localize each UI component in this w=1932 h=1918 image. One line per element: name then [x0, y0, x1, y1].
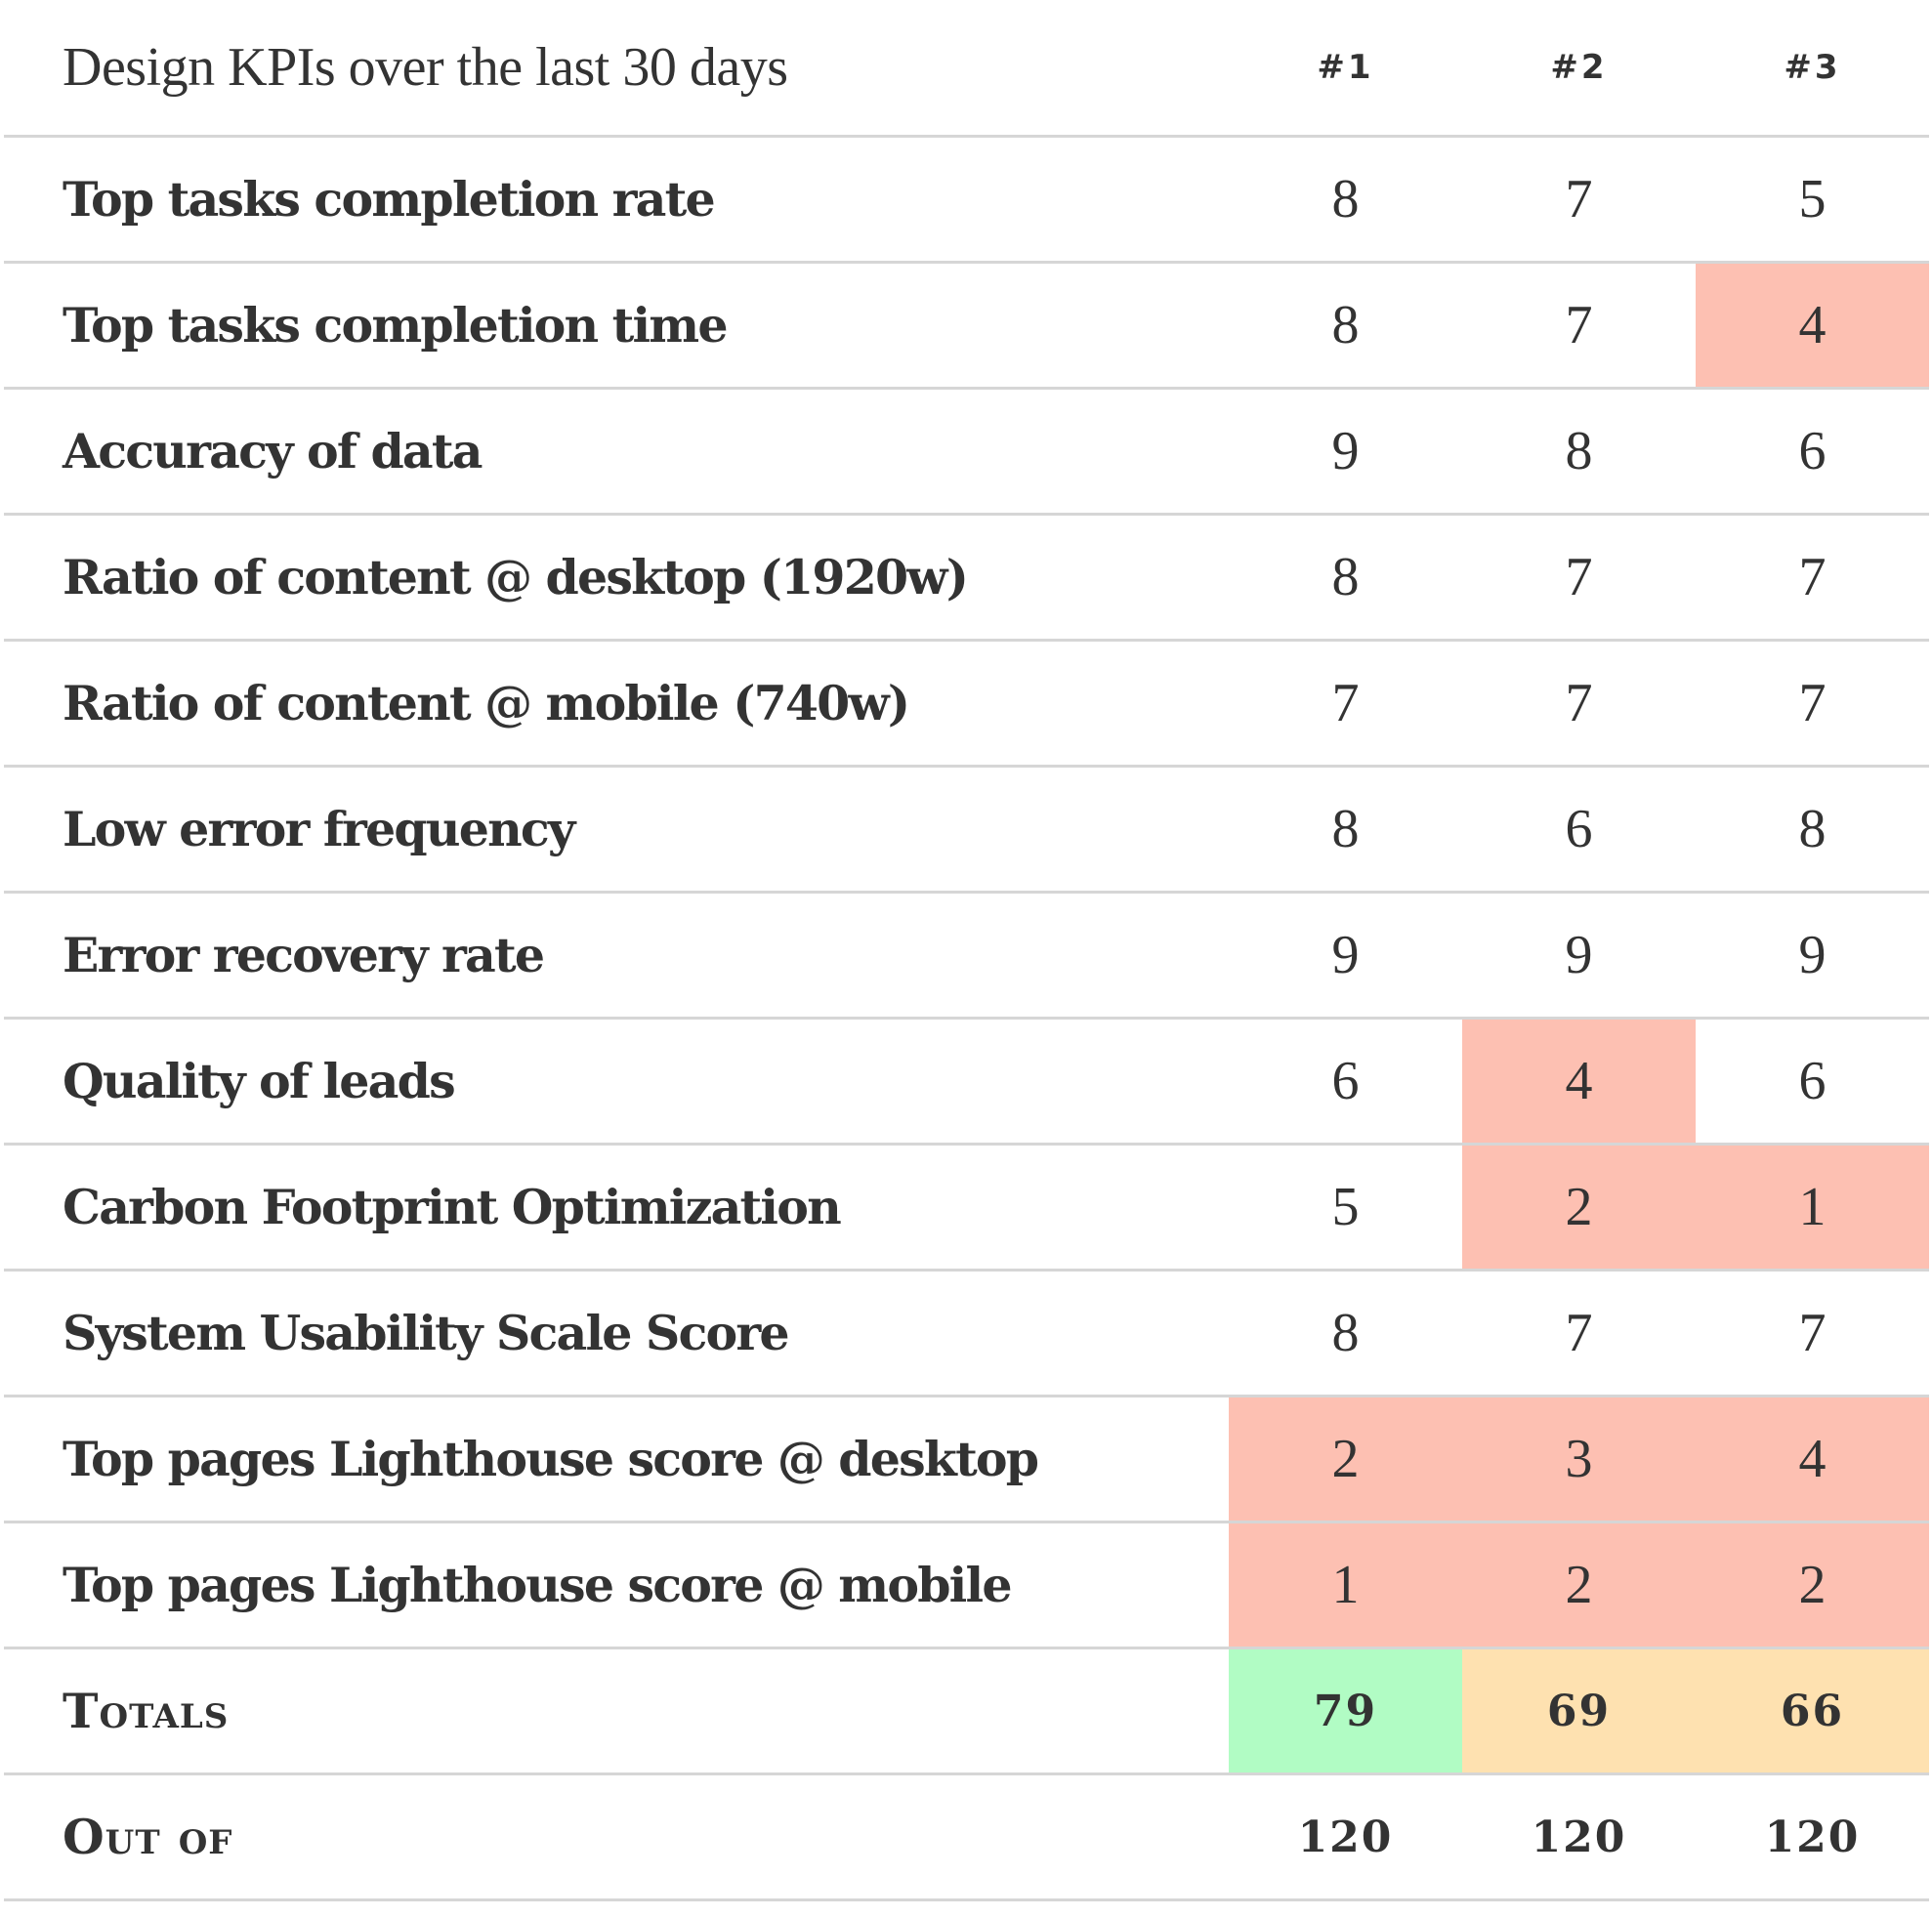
kpi-score-3: 4 [1696, 262, 1929, 390]
kpi-score-3: 6 [1696, 388, 1929, 516]
kpi-table: Design KPIs over the last 30 days #1 #2 … [4, 0, 1929, 1901]
kpi-score-1: 9 [1229, 388, 1462, 516]
totals-label: Totals [4, 1647, 1229, 1775]
kpi-score-3: 9 [1696, 892, 1929, 1020]
kpi-score-1: 9 [1229, 892, 1462, 1020]
kpi-score-3: 1 [1696, 1144, 1929, 1272]
kpi-score-3: 6 [1696, 1018, 1929, 1146]
out-of-label: Out of [4, 1773, 1229, 1901]
kpi-score-1: 7 [1229, 640, 1462, 768]
column-header-2: #2 [1462, 0, 1696, 138]
kpi-score-1: 5 [1229, 1144, 1462, 1272]
out-of-value-3: 120 [1696, 1773, 1929, 1901]
kpi-score-3: 7 [1696, 640, 1929, 768]
column-header-3: #3 [1696, 0, 1929, 138]
kpi-score-1: 8 [1229, 136, 1462, 264]
kpi-label: Accuracy of data [4, 388, 1229, 516]
kpi-score-3: 7 [1696, 1270, 1929, 1397]
kpi-score-2: 3 [1462, 1396, 1696, 1523]
column-header-1: #1 [1229, 0, 1462, 138]
kpi-score-2: 2 [1462, 1522, 1696, 1649]
kpi-score-1: 6 [1229, 1018, 1462, 1146]
kpi-label: Low error frequency [4, 766, 1229, 894]
total-value-3: 66 [1696, 1647, 1929, 1775]
kpi-score-3: 4 [1696, 1396, 1929, 1523]
kpi-label: Top pages Lighthouse score @ desktop [4, 1396, 1229, 1523]
out-of-value-1: 120 [1229, 1773, 1462, 1901]
kpi-score-2: 8 [1462, 388, 1696, 516]
kpi-score-2: 7 [1462, 514, 1696, 642]
header-row: Design KPIs over the last 30 days #1 #2 … [4, 0, 1929, 138]
kpi-label: Quality of leads [4, 1018, 1229, 1146]
kpi-label: Carbon Footprint Optimization [4, 1144, 1229, 1272]
kpi-score-2: 2 [1462, 1144, 1696, 1272]
kpi-score-3: 5 [1696, 136, 1929, 264]
kpi-score-1: 8 [1229, 514, 1462, 642]
kpi-label: Top tasks completion time [4, 262, 1229, 390]
kpi-score-2: 6 [1462, 766, 1696, 894]
kpi-score-1: 8 [1229, 1270, 1462, 1397]
kpi-score-2: 7 [1462, 262, 1696, 390]
kpi-score-3: 7 [1696, 514, 1929, 642]
out-of-value-2: 120 [1462, 1773, 1696, 1901]
kpi-score-2: 4 [1462, 1018, 1696, 1146]
total-value-2: 69 [1462, 1647, 1696, 1775]
kpi-score-1: 1 [1229, 1522, 1462, 1649]
kpi-label: Top tasks completion rate [4, 136, 1229, 264]
kpi-label: Error recovery rate [4, 892, 1229, 1020]
kpi-score-1: 8 [1229, 766, 1462, 894]
kpi-score-2: 9 [1462, 892, 1696, 1020]
kpi-label: Ratio of content @ desktop (1920w) [4, 514, 1229, 642]
totals-row: Totals 79 69 66 [4, 1647, 1929, 1775]
kpi-score-2: 7 [1462, 136, 1696, 264]
kpi-score-1: 2 [1229, 1396, 1462, 1523]
out-of-row: Out of 120 120 120 [4, 1773, 1929, 1901]
kpi-label: Top pages Lighthouse score @ mobile [4, 1522, 1229, 1649]
kpi-label: System Usability Scale Score [4, 1270, 1229, 1397]
kpi-score-3: 2 [1696, 1522, 1929, 1649]
table-title: Design KPIs over the last 30 days [4, 0, 1229, 138]
kpi-score-1: 8 [1229, 262, 1462, 390]
kpi-score-2: 7 [1462, 640, 1696, 768]
kpi-label: Ratio of content @ mobile (740w) [4, 640, 1229, 768]
kpi-score-2: 7 [1462, 1270, 1696, 1397]
total-value-1: 79 [1229, 1647, 1462, 1775]
kpi-score-3: 8 [1696, 766, 1929, 894]
